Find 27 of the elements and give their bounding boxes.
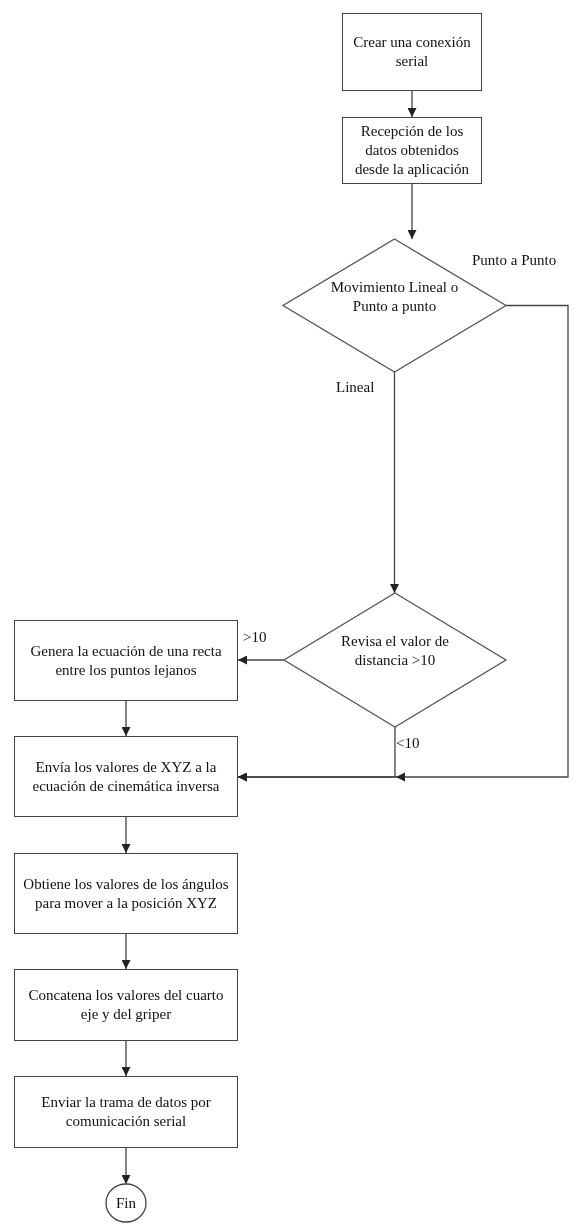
- process-box: [14, 969, 238, 1041]
- node-text: Genera la ecuación de una recta entre los puntos lejanos: [29, 641, 223, 680]
- node-text: Enviar la trama de datos por comunicación serial: [40, 1093, 212, 1131]
- node-text: Obtiene los valores de los ángulos para mover a la posición XYZ: [22, 874, 230, 913]
- node-text: Revisa el valor de distancia >10: [340, 632, 450, 670]
- arrow: [121, 816, 131, 854]
- node-text: Concatena los valores del cuarto eje y del griper: [27, 986, 225, 1024]
- node-text: Movimiento Lineal o Punto a punto: [329, 277, 460, 316]
- arrow: [121, 933, 131, 970]
- arrow: [121, 700, 131, 737]
- process-box: [14, 853, 238, 934]
- arrow: [407, 90, 417, 118]
- arrow: [237, 726, 396, 782]
- process-box: [14, 620, 238, 701]
- arrow: [407, 183, 417, 240]
- node-text: Crear una conexión serial: [352, 33, 472, 71]
- node-text: Fin: [116, 1193, 136, 1213]
- node-text: Recepción de los datos obtenidos desde la aplicación: [353, 122, 471, 179]
- arrow: [121, 1040, 131, 1077]
- process-box: [342, 13, 482, 91]
- process-box: [14, 1076, 238, 1148]
- process-box: [342, 117, 482, 184]
- node-text: Envía los valores de XYZ a la ecuación de cinemática inversa: [31, 757, 221, 796]
- arrow: [237, 655, 285, 665]
- arrow: [390, 371, 399, 594]
- process-box: [14, 736, 238, 817]
- arrow: [121, 1147, 131, 1185]
